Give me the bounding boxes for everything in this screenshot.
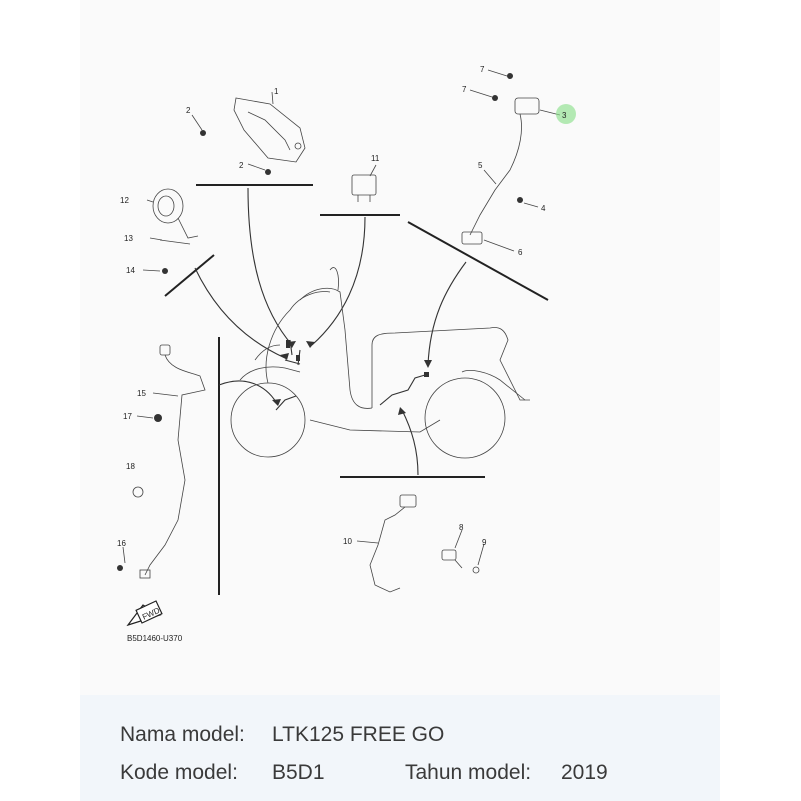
callout-8: 8 bbox=[459, 523, 464, 532]
callout-3: 3 bbox=[562, 111, 567, 120]
callout-18: 18 bbox=[126, 462, 135, 471]
part-relay bbox=[351, 164, 377, 202]
part-horn bbox=[142, 188, 199, 274]
callout-9: 9 bbox=[482, 538, 487, 547]
callout-arrows bbox=[194, 187, 467, 476]
callout-6: 6 bbox=[518, 248, 523, 257]
callout-10: 10 bbox=[343, 537, 352, 546]
callout-7b: 7 bbox=[462, 85, 467, 94]
callout-2a: 2 bbox=[186, 106, 191, 115]
part-oxygen-sensor bbox=[356, 494, 485, 593]
model-name-value: LTK125 FREE GO bbox=[272, 723, 445, 746]
bike-wiring bbox=[275, 339, 429, 411]
callout-7a: 7 bbox=[480, 65, 485, 74]
callout-15: 15 bbox=[137, 389, 146, 398]
part-ignition-coil bbox=[461, 69, 576, 252]
part-ecu-cover bbox=[233, 91, 306, 163]
section-dividers bbox=[164, 184, 549, 595]
model-code-value: B5D1 bbox=[272, 761, 325, 784]
part-bolts bbox=[191, 114, 271, 175]
callout-labels: 1 2 2 3 4 5 6 7 7 8 9 10 11 12 13 14 15 … bbox=[117, 65, 567, 548]
model-year-label: Tahun model: bbox=[405, 761, 532, 784]
callout-16: 16 bbox=[117, 539, 126, 548]
callout-1: 1 bbox=[274, 87, 279, 96]
part-speed-sensor bbox=[117, 344, 206, 579]
model-info-panel: Nama model: LTK125 FREE GO Kode model: B… bbox=[80, 695, 720, 801]
callout-17: 17 bbox=[123, 412, 132, 421]
model-year-value: 2019 bbox=[561, 761, 608, 784]
callout-14: 14 bbox=[126, 266, 135, 275]
fwd-arrow-icon: FWD bbox=[126, 600, 163, 627]
parts-diagram: FWD 1 2 2 3 4 5 6 7 7 8 9 10 11 12 13 14… bbox=[117, 65, 576, 643]
callout-5: 5 bbox=[478, 161, 483, 170]
callout-11: 11 bbox=[371, 154, 380, 163]
callout-2b: 2 bbox=[239, 161, 244, 170]
callout-13: 13 bbox=[124, 234, 133, 243]
callout-4: 4 bbox=[541, 204, 546, 213]
model-code-label: Kode model: bbox=[120, 761, 238, 784]
diagram-code: B5D1460-U370 bbox=[127, 634, 183, 643]
highlight-marker bbox=[556, 104, 576, 124]
diagram-area bbox=[80, 0, 720, 695]
callout-12: 12 bbox=[120, 196, 129, 205]
model-name-label: Nama model: bbox=[120, 723, 245, 746]
motorcycle-outline bbox=[230, 267, 530, 459]
